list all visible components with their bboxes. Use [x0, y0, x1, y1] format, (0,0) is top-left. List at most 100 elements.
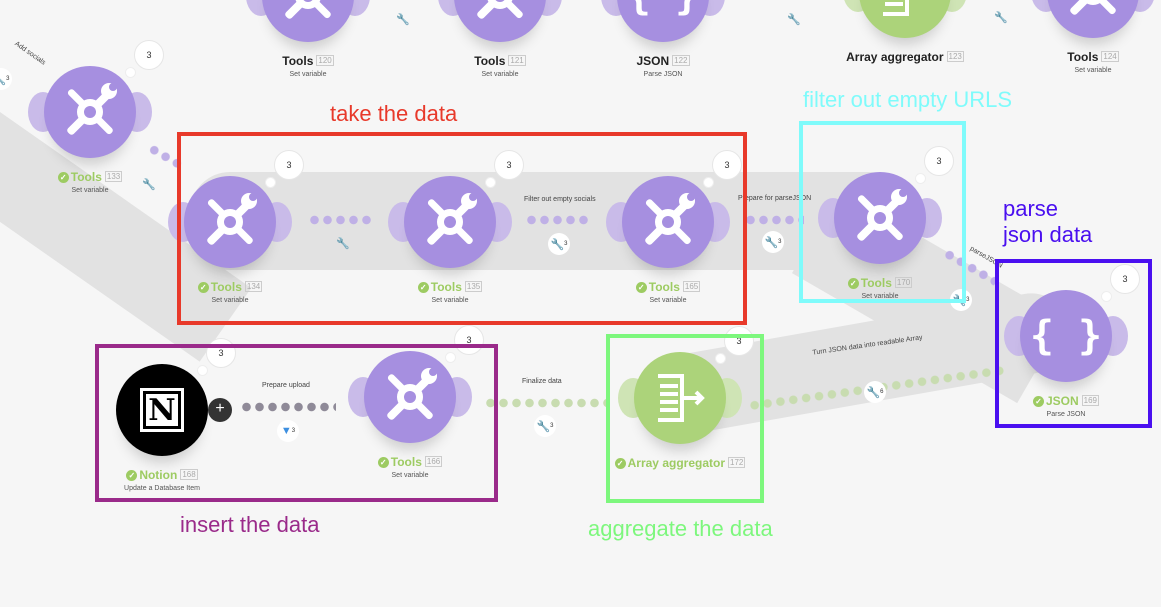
- wrench-filter-icon[interactable]: 🔧3: [0, 68, 12, 90]
- tools-icon[interactable]: [184, 176, 276, 268]
- route-label: Finalize data: [522, 378, 562, 385]
- connector[interactable]: [308, 215, 374, 225]
- module-id: 135: [464, 281, 483, 292]
- module-name: Tools: [70, 170, 102, 184]
- connector[interactable]: [484, 398, 606, 408]
- check-icon: ✓: [847, 278, 859, 289]
- module-name: Tools: [282, 54, 314, 68]
- wrench-icon[interactable]: 🔧: [396, 13, 410, 26]
- check-icon: ✓: [417, 282, 429, 293]
- json-icon[interactable]: { }: [1020, 290, 1112, 382]
- wrench-filter-icon[interactable]: 🔧3: [762, 231, 784, 253]
- module-name: Tools: [390, 455, 422, 469]
- module-subtitle: Parse JSON: [643, 71, 683, 78]
- operations-bubble[interactable]: 3: [445, 325, 484, 363]
- operations-bubble[interactable]: 3: [715, 326, 754, 364]
- wrench-icon[interactable]: 🔧: [336, 237, 350, 250]
- filter-icon[interactable]: ▼3: [277, 420, 299, 442]
- notion-icon[interactable]: N: [116, 364, 208, 456]
- operations-bubble[interactable]: 3: [915, 146, 954, 184]
- annotation-insert: insert the data: [180, 512, 320, 537]
- module-name: Tools: [1067, 50, 1099, 64]
- module-subtitle: Set variable: [289, 71, 327, 78]
- operations-bubble[interactable]: 3: [197, 338, 236, 376]
- operations-bubble[interactable]: 3: [265, 150, 304, 188]
- module-subtitle: Set variable: [481, 71, 519, 78]
- wrench-filter-icon[interactable]: 🔧3: [548, 233, 570, 255]
- module-subtitle: Set variable: [211, 297, 249, 304]
- module-id: 120: [316, 55, 334, 66]
- add-module-button[interactable]: +: [208, 398, 232, 422]
- module-subtitle: Set variable: [1074, 67, 1112, 74]
- module-id: 133: [104, 171, 123, 182]
- annotation-box-take: [177, 132, 747, 325]
- route-label: Prepare upload: [262, 382, 310, 389]
- check-icon: ✓: [197, 282, 209, 293]
- wrench-filter-icon[interactable]: 🔧6: [864, 381, 886, 403]
- operations-bubble[interactable]: 3: [485, 150, 524, 188]
- check-icon: ✓: [377, 457, 389, 468]
- module-id: 134: [244, 281, 263, 292]
- check-icon: ✓: [635, 282, 647, 293]
- module-name: Tools: [860, 276, 892, 290]
- module-id: 123: [946, 51, 964, 62]
- module-name: Tools: [474, 54, 506, 68]
- module-name: Array aggregator: [846, 50, 944, 64]
- tools-icon[interactable]: [1047, 0, 1139, 38]
- tools-icon[interactable]: [404, 176, 496, 268]
- connector[interactable]: [240, 402, 336, 412]
- operations-bubble[interactable]: 3: [1101, 264, 1140, 302]
- tools-icon[interactable]: [44, 66, 136, 158]
- annotation-box-insert: [95, 344, 498, 502]
- wrench-icon[interactable]: 🔧: [994, 11, 1008, 24]
- module-name: Array aggregator: [627, 456, 725, 470]
- check-icon: ✓: [126, 470, 138, 481]
- check-icon: ✓: [57, 172, 69, 183]
- tools-icon[interactable]: [834, 172, 926, 264]
- module-subtitle: Set variable: [391, 472, 429, 479]
- route-label: Prepare for parseJSON: [738, 195, 812, 202]
- module-name: JSON: [1045, 394, 1079, 408]
- annotation-take: take the data: [330, 101, 458, 126]
- connector[interactable]: [525, 215, 591, 225]
- tools-icon[interactable]: [262, 0, 354, 42]
- annotation-aggregate: aggregate the data: [588, 516, 773, 541]
- module-subtitle: Set variable: [649, 297, 687, 304]
- operations-bubble[interactable]: 3: [703, 150, 742, 188]
- module-subtitle: Set variable: [71, 187, 109, 194]
- module-id: 121: [508, 55, 526, 66]
- operations-bubble[interactable]: 3: [125, 40, 164, 78]
- module-id: 172: [728, 457, 746, 468]
- wrench-icon[interactable]: 🔧: [787, 13, 801, 26]
- wrench-icon[interactable]: 🔧: [142, 178, 156, 191]
- route-label: Add socials: [13, 40, 47, 67]
- agg-icon[interactable]: [634, 352, 726, 444]
- module-id: 122: [672, 55, 690, 66]
- module-id: 124: [1101, 51, 1119, 62]
- annotation-filter: filter out empty URLS: [803, 87, 1013, 112]
- tools-icon[interactable]: [364, 351, 456, 443]
- module-id: 165: [682, 281, 701, 292]
- annotation-box-filter: [799, 121, 966, 303]
- json-icon[interactable]: { }: [617, 0, 709, 42]
- module-subtitle: Set variable: [431, 297, 469, 304]
- module-subtitle: Update a Database Item: [124, 485, 200, 492]
- connector[interactable]: [744, 215, 804, 225]
- tools-icon[interactable]: [622, 176, 714, 268]
- agg-icon[interactable]: [859, 0, 951, 38]
- wrench-filter-icon[interactable]: 🔧3: [534, 415, 556, 437]
- tools-icon[interactable]: [454, 0, 546, 42]
- module-id: 170: [894, 277, 913, 288]
- module-name: Tools: [210, 280, 242, 294]
- check-icon: ✓: [614, 458, 626, 469]
